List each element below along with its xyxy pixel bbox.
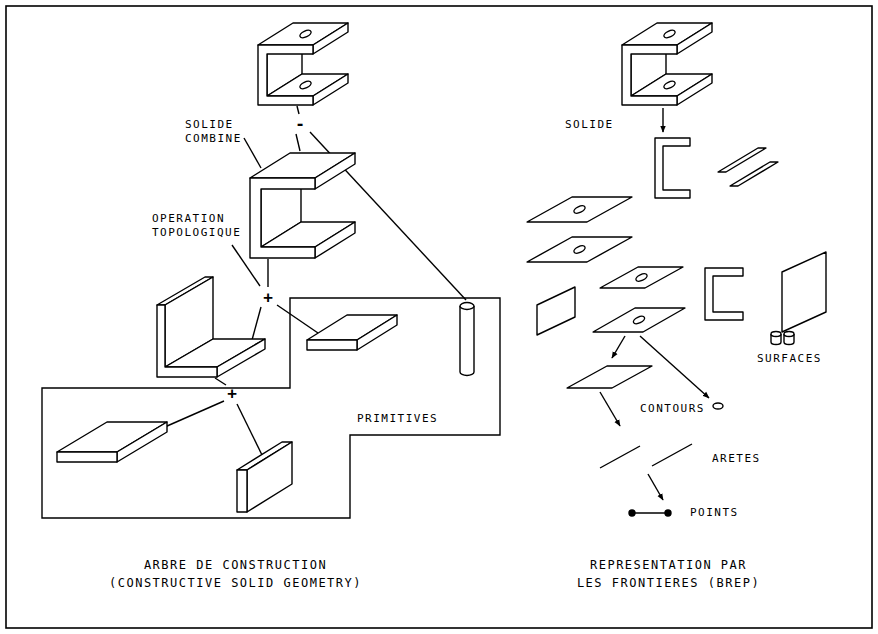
- tree-links: [158, 106, 466, 455]
- leader-line: [244, 138, 261, 168]
- plate-primitive-face: [247, 442, 292, 512]
- hole-surface-top: [784, 332, 794, 337]
- channel-solid-face: [677, 74, 712, 105]
- face-strip: [730, 162, 778, 186]
- face-plate: [600, 267, 683, 288]
- hole: [573, 204, 586, 215]
- operator-symbol: -: [295, 116, 305, 132]
- hole: [632, 315, 645, 326]
- hole: [299, 80, 312, 91]
- arrow: [648, 474, 663, 500]
- callout-label: SURFACES: [757, 352, 822, 366]
- combined-solid-face: [315, 222, 355, 258]
- arrow: [600, 392, 620, 426]
- cylinder-primitive-top: [460, 303, 474, 310]
- face-plate: [527, 237, 632, 262]
- channel-solid-face: [677, 23, 712, 54]
- region-label: PRIMITIVES: [357, 412, 438, 426]
- channel-solid-face: [313, 74, 348, 105]
- arrow: [612, 336, 625, 358]
- hole: [299, 29, 312, 40]
- tree-link: [158, 401, 224, 430]
- hole: [573, 244, 586, 255]
- face-back: [782, 252, 826, 332]
- face-c: [705, 268, 743, 320]
- callout-label: SOLIDE: [565, 118, 614, 132]
- section-caption: REPRESENTATION PAR LES FRONTIERES (BREP): [575, 556, 762, 592]
- operator-symbol: +: [263, 290, 273, 306]
- tree-link: [267, 259, 268, 287]
- point-dot: [665, 510, 671, 516]
- tree-link: [237, 404, 262, 455]
- operator-symbol: +: [227, 386, 237, 402]
- tree-link: [215, 378, 226, 385]
- hole-surface-top: [771, 332, 781, 337]
- callout-label: CONTOURS: [640, 402, 705, 416]
- edge-segment: [652, 444, 692, 466]
- angle-solid: [157, 305, 217, 377]
- hole: [663, 80, 676, 91]
- channel-solid: [622, 45, 677, 105]
- face-end: [537, 287, 575, 335]
- channel-solid-face: [313, 23, 348, 54]
- tree-link: [252, 307, 261, 340]
- plate-primitive-face: [357, 315, 397, 350]
- cylinder-primitive: [460, 306, 474, 376]
- tree-link: [297, 106, 299, 114]
- contour-outline: [567, 366, 652, 388]
- plate-primitive-face: [117, 422, 167, 462]
- hole-contour: [713, 403, 723, 409]
- face-plate: [527, 197, 632, 222]
- callout-label: POINTS: [690, 506, 739, 520]
- tree-link: [296, 134, 300, 151]
- callout-label: ARETES: [712, 452, 761, 466]
- section-caption: ARBRE DE CONSTRUCTION (CONSTRUCTIVE SOLI…: [103, 556, 368, 592]
- edge-segment: [600, 446, 640, 468]
- point-dot: [629, 510, 635, 516]
- arrow: [662, 108, 663, 132]
- combined-solid-face: [315, 153, 355, 189]
- angle-solid-face: [217, 339, 265, 377]
- callout-label: SOLIDE COMBINE: [185, 118, 249, 146]
- region-border: [42, 298, 500, 518]
- plate-primitive: [57, 452, 117, 462]
- hole: [663, 29, 676, 40]
- primitives-region: PRIMITIVES: [42, 298, 500, 518]
- plate-primitive: [307, 340, 357, 350]
- plate-primitive: [237, 470, 247, 512]
- region-outline: [42, 298, 500, 518]
- callout-label: OPERATION TOPOLOGIQUE: [152, 212, 252, 240]
- channel-solid: [258, 45, 313, 105]
- face-plate: [593, 308, 685, 332]
- tree-link: [277, 305, 318, 333]
- face-c: [655, 138, 690, 198]
- hole: [635, 272, 648, 283]
- combined-solid: [250, 178, 315, 258]
- solids: [57, 23, 826, 512]
- outer-frame: [6, 6, 872, 628]
- edge-segment: [632, 512, 668, 513]
